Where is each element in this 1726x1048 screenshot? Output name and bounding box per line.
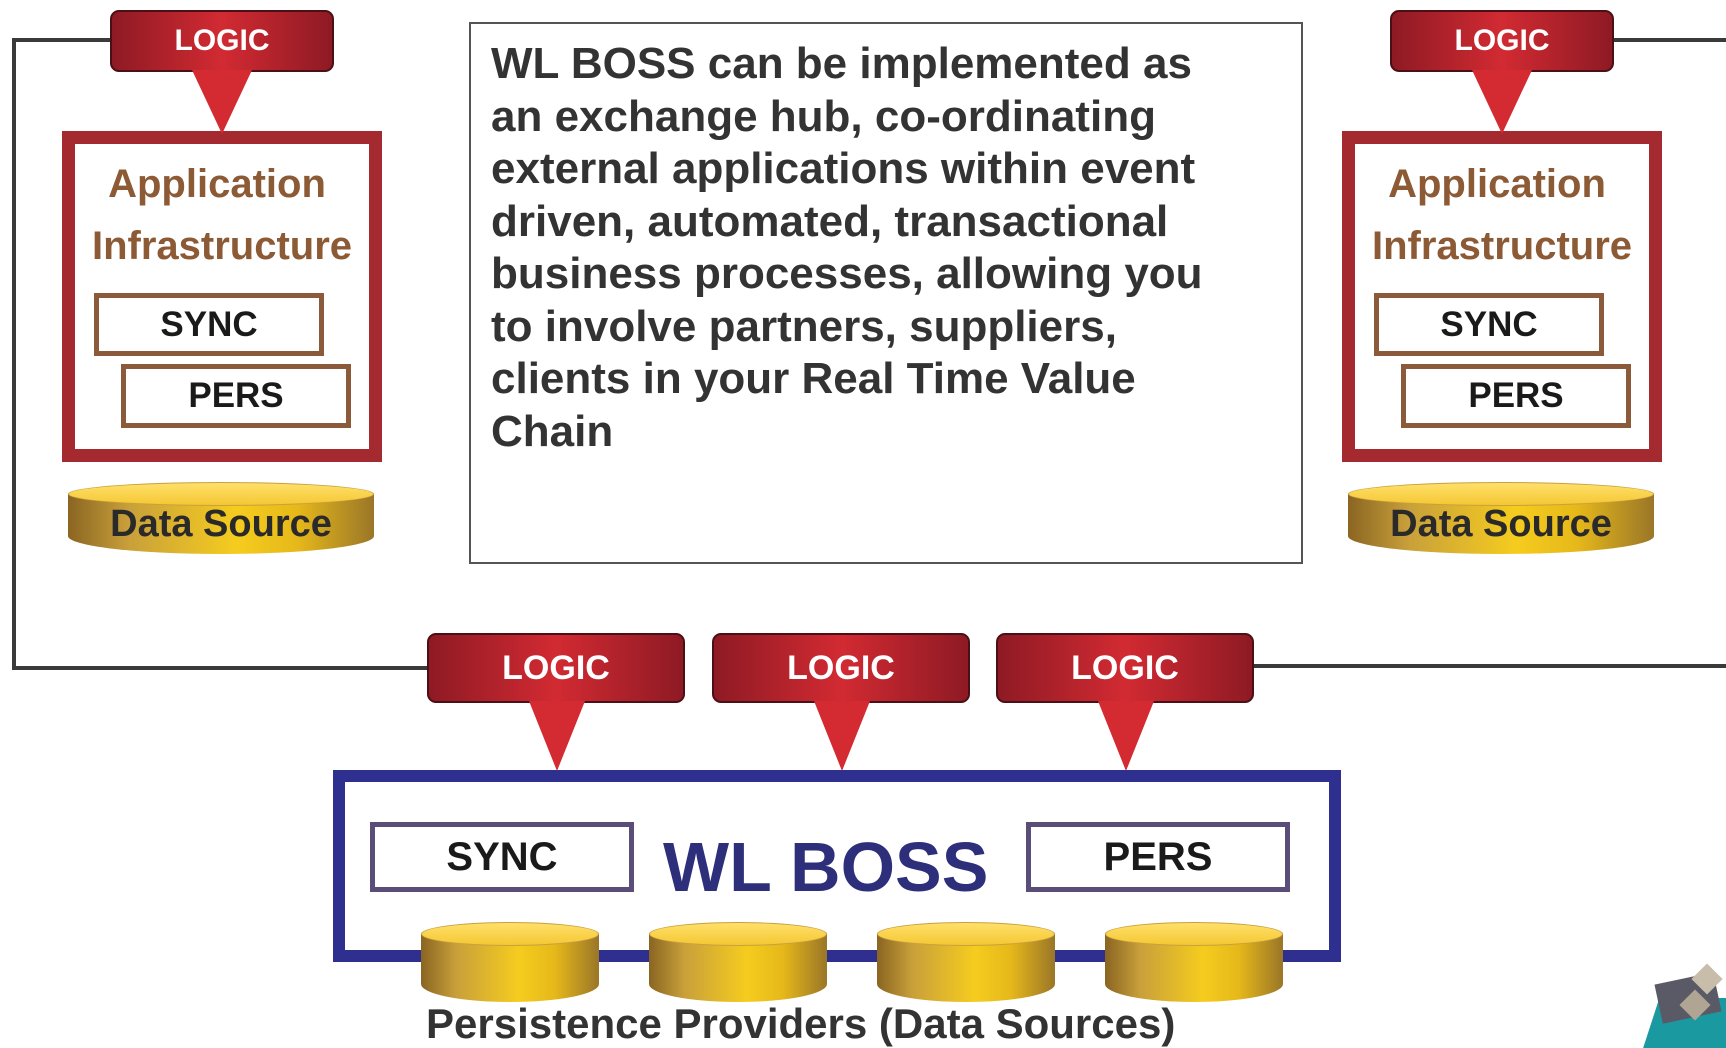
- description-box: WL BOSS can be implemented as an exchang…: [469, 22, 1303, 564]
- hub-logic-pointer-3: [1098, 701, 1154, 771]
- corner-logo-icon: [1640, 960, 1726, 1048]
- right-logic-pointer: [1472, 70, 1532, 134]
- persistence-cylinder-2-top: [649, 922, 827, 946]
- left-logic-pointer: [192, 70, 252, 134]
- right-logic-box: LOGIC: [1390, 10, 1614, 72]
- connector-line-right-bottom: [1250, 664, 1726, 668]
- hub-sync-box: SYNC: [370, 822, 634, 892]
- hub-logic-label-2: LOGIC: [787, 648, 895, 687]
- left-logic-box: LOGIC: [110, 10, 334, 72]
- hub-logic-box-3: LOGIC: [996, 633, 1254, 703]
- right-pers-box: PERS: [1401, 364, 1631, 428]
- persistence-cylinder-3-top: [877, 922, 1055, 946]
- left-app-title-line1: Application: [108, 162, 326, 206]
- persistence-providers-label: Persistence Providers (Data Sources): [426, 1000, 1176, 1047]
- right-sync-box: SYNC: [1374, 293, 1604, 356]
- right-logic-callout: LOGIC: [1390, 10, 1614, 134]
- hub-logic-callout-1: LOGIC: [427, 633, 685, 773]
- connector-line-left-top: [12, 38, 112, 42]
- hub-logic-callout-3: LOGIC: [996, 633, 1254, 773]
- left-app-title-line2: Infrastructure: [91, 224, 353, 268]
- hub-pers-box: PERS: [1026, 822, 1290, 892]
- left-cylinder-top: [68, 482, 374, 506]
- description-text: WL BOSS can be implemented as an exchang…: [491, 39, 1203, 456]
- persistence-cylinder-4-top: [1105, 922, 1283, 946]
- hub-logic-box-2: LOGIC: [712, 633, 970, 703]
- hub-logic-box-1: LOGIC: [427, 633, 685, 703]
- persistence-cylinder-2: [649, 922, 827, 1002]
- hub-logic-label-1: LOGIC: [502, 648, 610, 687]
- persistence-cylinder-4: [1105, 922, 1283, 1002]
- right-data-source-label: Data Source: [1390, 503, 1612, 545]
- connector-line-right-top: [1610, 38, 1726, 42]
- hub-logic-pointer-1: [529, 701, 585, 771]
- left-logic-label: LOGIC: [174, 24, 270, 57]
- right-app-title-line1: Application: [1388, 162, 1606, 206]
- hub-logic-callout-2: LOGIC: [712, 633, 970, 773]
- right-app-title-line2: Infrastructure: [1371, 224, 1633, 268]
- left-data-source-cylinder: Data Source: [68, 482, 374, 554]
- left-sync-box: SYNC: [94, 293, 324, 356]
- left-data-source-label: Data Source: [110, 503, 332, 545]
- right-cylinder-top: [1348, 482, 1654, 506]
- connector-line-left-bottom: [12, 666, 442, 670]
- right-data-source-cylinder: Data Source: [1348, 482, 1654, 554]
- hub-title: WL BOSS: [663, 828, 989, 906]
- persistence-cylinder-1-top: [421, 922, 599, 946]
- connector-line-left-vertical: [12, 38, 16, 670]
- right-logic-label: LOGIC: [1454, 24, 1550, 57]
- hub-logic-label-3: LOGIC: [1071, 648, 1179, 687]
- hub-logic-pointer-2: [814, 701, 870, 771]
- persistence-cylinder-3: [877, 922, 1055, 1002]
- left-logic-callout: LOGIC: [110, 10, 334, 134]
- persistence-cylinder-1: [421, 922, 599, 1002]
- left-pers-box: PERS: [121, 364, 351, 428]
